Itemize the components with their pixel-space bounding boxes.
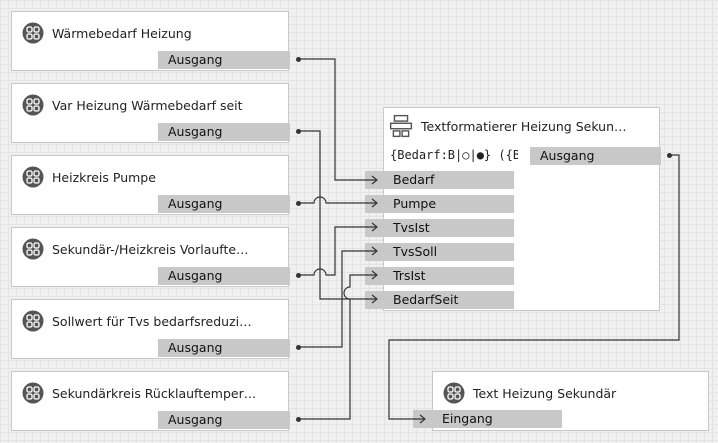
node-title: Sollwert für Tvs bedarfsreduzi… [52, 313, 252, 329]
block-icon [22, 166, 44, 188]
port-label: TvsIst [393, 220, 430, 235]
port-label: TvsSoll [393, 244, 438, 259]
input-port-bedarf[interactable]: Bedarf [365, 171, 514, 189]
output-port-ausgang[interactable]: Ausgang [158, 51, 301, 69]
block-icon [22, 310, 44, 332]
port-label: BedarfSeit [393, 292, 459, 307]
port-connector[interactable] [296, 129, 301, 134]
wire-waermebedarf-bedarf [300, 58, 377, 181]
node-title: Textformatierer Heizung Sekun… [421, 118, 627, 134]
node-title: Text Heizung Sekundär [473, 385, 617, 401]
block-icon [22, 22, 44, 44]
node-title: Wärmebedarf Heizung [52, 25, 192, 41]
block-icon [443, 382, 465, 404]
input-port-trsist[interactable]: TrsIst [365, 267, 514, 285]
node-title: Heizkreis Pumpe [52, 169, 156, 185]
port-connector[interactable] [296, 417, 301, 422]
port-label: Ausgang [168, 124, 223, 139]
output-port-ausgang[interactable]: Ausgang [158, 411, 301, 429]
formatter-icon [389, 114, 413, 138]
port-label: Ausgang [540, 148, 595, 163]
port-label: Ausgang [168, 340, 223, 355]
input-port-tvssoll[interactable]: TvsSoll [365, 243, 514, 261]
input-port-pumpe[interactable]: Pumpe [365, 195, 514, 213]
port-label: Ausgang [168, 196, 223, 211]
input-port-bedarfseit[interactable]: BedarfSeit [365, 291, 514, 309]
port-label: Bedarf [393, 172, 435, 187]
port-label: Eingang [442, 411, 493, 426]
port-label: Ausgang [168, 268, 223, 283]
node-var-heizung-waermebedarf-seit[interactable]: Var Heizung Wärmebedarf seit Ausgang [11, 83, 301, 143]
output-port-ausgang[interactable]: Ausgang [530, 147, 672, 165]
port-connector[interactable] [667, 153, 672, 158]
node-sekundaerkreis-ruecklauf[interactable]: Sekundärkreis Rücklauftemper… Ausgang [11, 371, 301, 431]
output-port-ausgang[interactable]: Ausgang [158, 339, 301, 357]
node-heizkreis-pumpe[interactable]: Heizkreis Pumpe Ausgang [11, 155, 301, 215]
formula-text: {Bedarf:B|○|●} ({B [390, 148, 518, 162]
output-port-ausgang[interactable]: Ausgang [158, 195, 301, 213]
input-port-eingang[interactable]: Eingang [413, 410, 562, 428]
port-label: Ausgang [168, 52, 223, 67]
port-label: Ausgang [168, 412, 223, 427]
node-waermebedarf-heizung[interactable]: Wärmebedarf Heizung Ausgang [11, 11, 301, 71]
input-port-tvsist[interactable]: TvsIst [365, 219, 514, 237]
output-port-ausgang[interactable]: Ausgang [158, 267, 301, 285]
node-sekundaer-heizkreis-vorlauf[interactable]: Sekundär-/Heizkreis Vorlaufte… Ausgang [11, 227, 301, 287]
port-connector[interactable] [296, 273, 301, 278]
port-connector[interactable] [296, 201, 301, 206]
block-icon [22, 94, 44, 116]
port-label: TrsIst [393, 268, 426, 283]
port-connector[interactable] [296, 345, 301, 350]
port-label: Pumpe [393, 196, 437, 211]
node-title: Sekundärkreis Rücklauftemper… [52, 385, 257, 401]
node-sollwert-tvs[interactable]: Sollwert für Tvs bedarfsreduzi… Ausgang [11, 299, 301, 359]
block-icon [22, 238, 44, 260]
port-connector[interactable] [296, 57, 301, 62]
node-title: Var Heizung Wärmebedarf seit [52, 97, 243, 113]
block-icon [22, 382, 44, 404]
node-title: Sekundär-/Heizkreis Vorlaufte… [52, 241, 249, 257]
output-port-ausgang[interactable]: Ausgang [158, 123, 301, 141]
